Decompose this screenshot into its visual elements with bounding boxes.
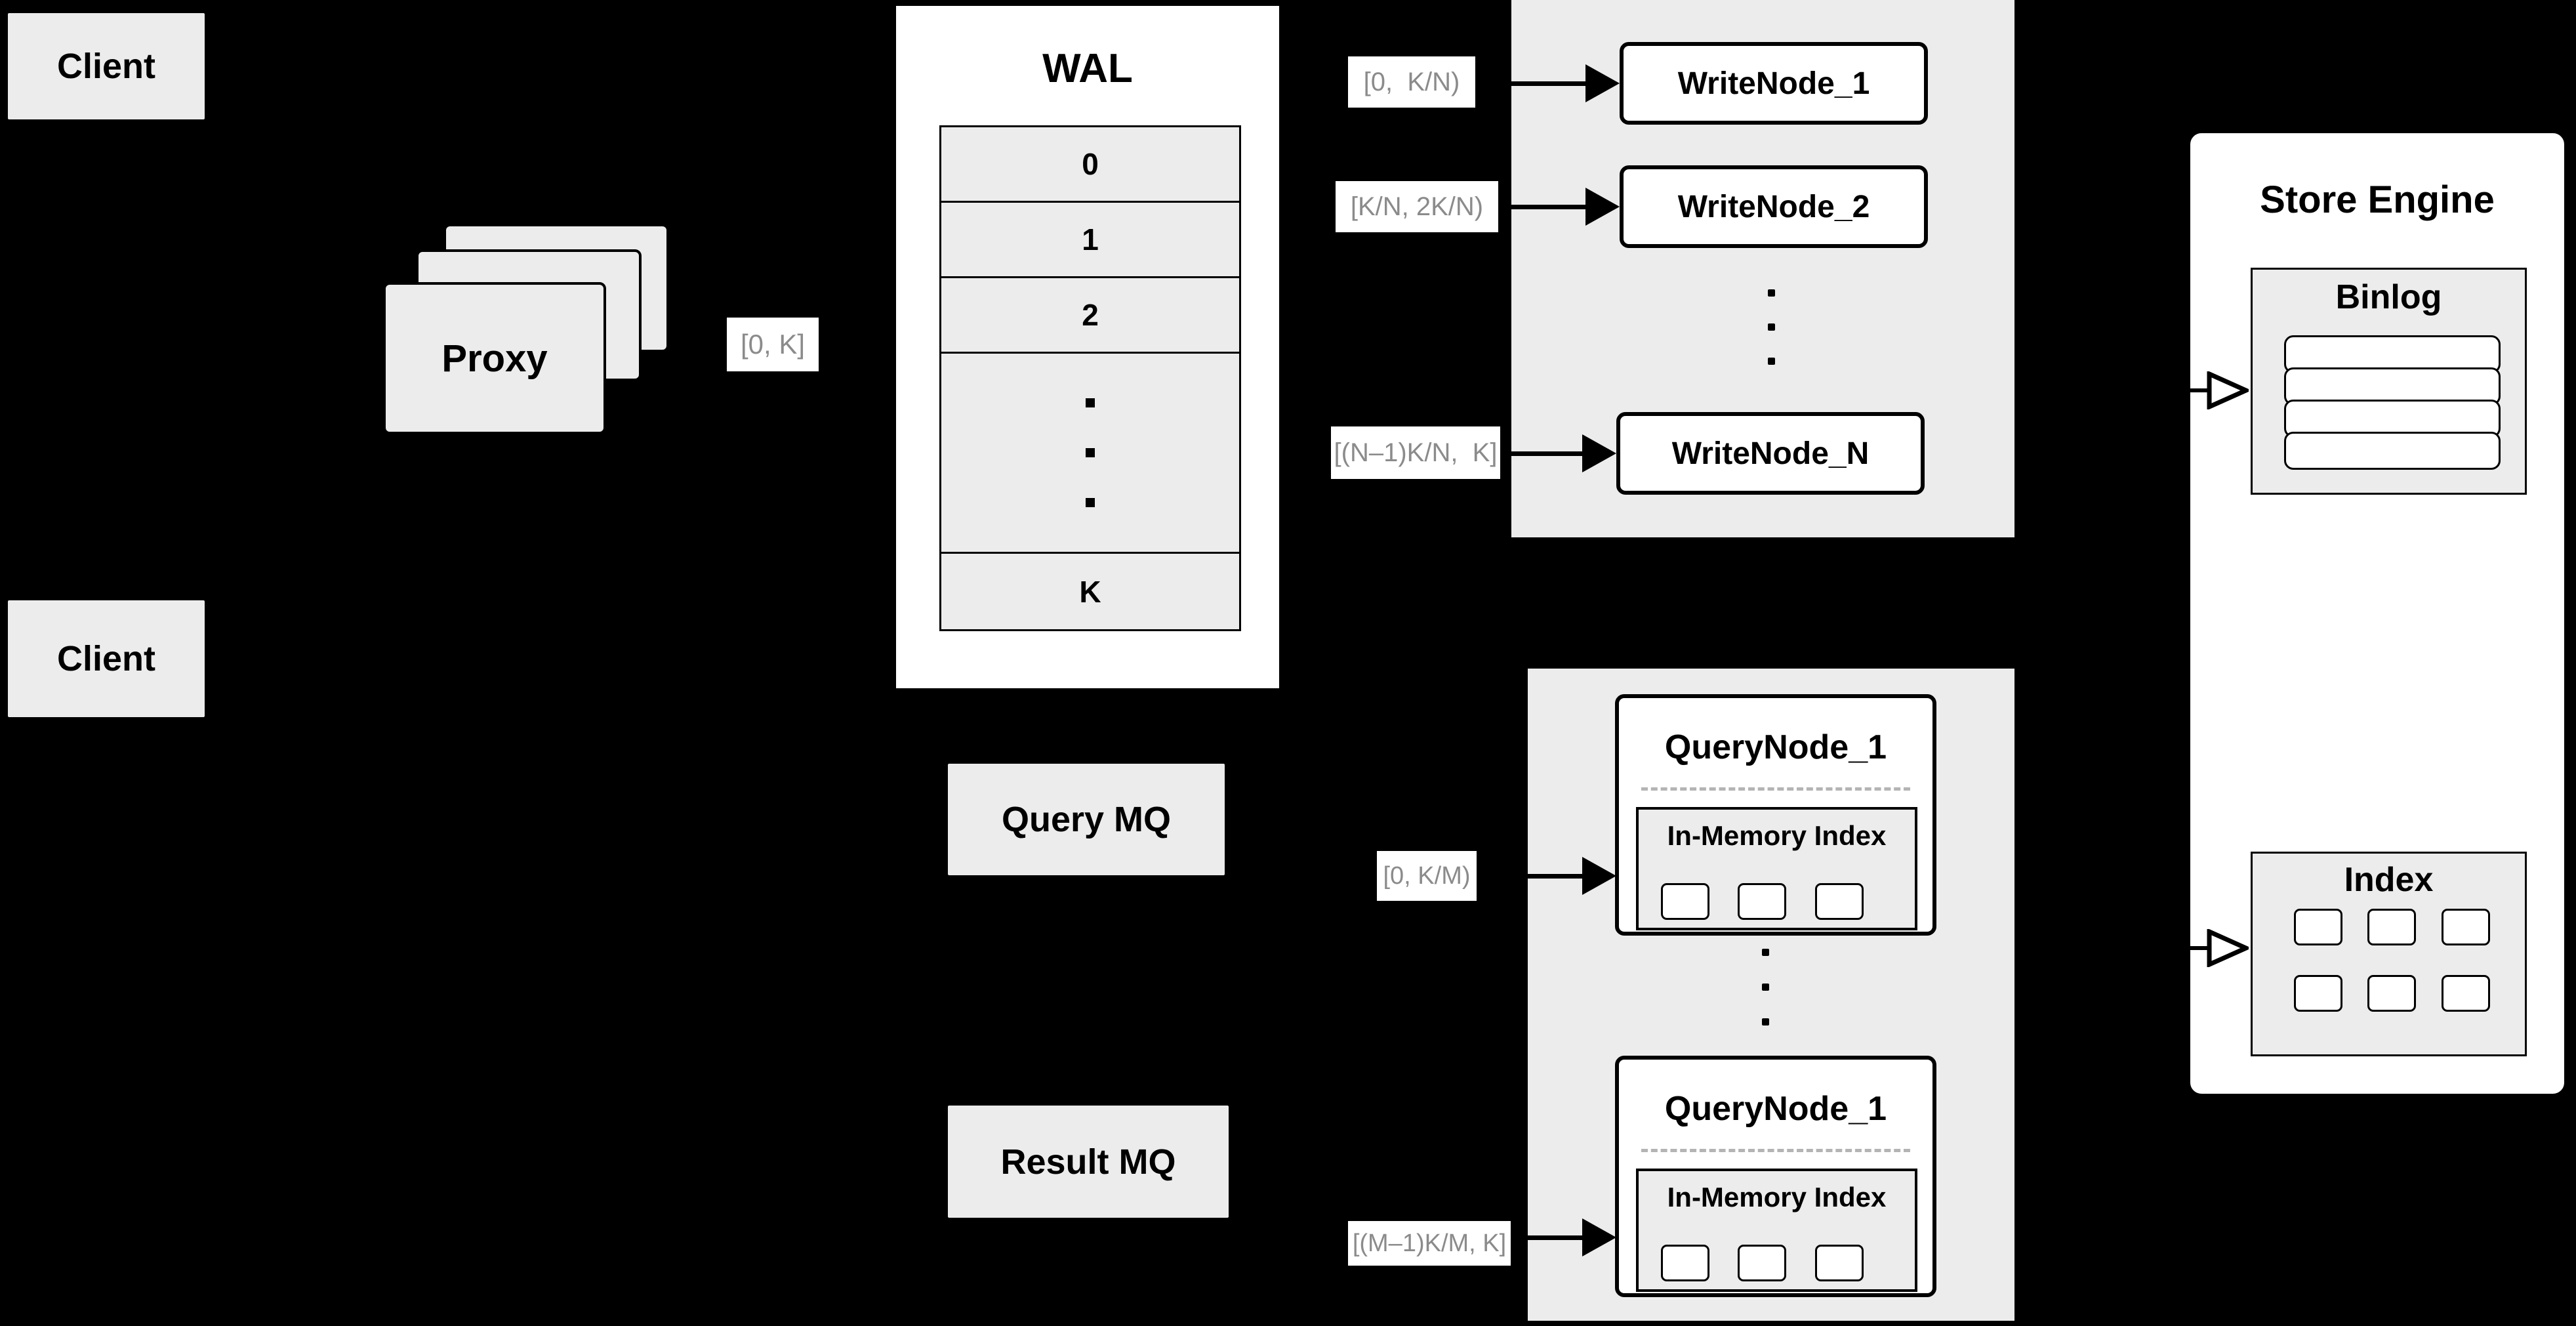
- query-node-bottom-title: QueryNode_1: [1664, 1090, 1887, 1128]
- arrow-query-m-shaft: [1512, 1235, 1587, 1240]
- arrow-index-open-head-icon: [2207, 929, 2249, 967]
- segment-cell: [1738, 1245, 1786, 1281]
- ellipsis-dot: [1762, 1018, 1769, 1026]
- query-node-top: QueryNode_1 In-Memory Index: [1615, 694, 1936, 936]
- write-node-2: WriteNode_2: [1620, 165, 1928, 248]
- wal-row-0: 0: [941, 125, 1239, 201]
- arrow-write-1-head-icon: [1585, 64, 1620, 102]
- arrow-write-n-head-icon: [1582, 434, 1616, 472]
- arrow-binlog-shaft: [2121, 388, 2211, 392]
- client-box-bottom: Client: [7, 599, 206, 718]
- range-chip-query-1: [0, K/M): [1377, 851, 1477, 901]
- dashed-divider: [1641, 1149, 1910, 1152]
- segment-cell: [1815, 883, 1864, 920]
- binlog-bar: [2284, 335, 2501, 373]
- segment-cell: [2442, 975, 2490, 1012]
- arrow-binlog-open-head-icon: [2207, 371, 2249, 409]
- dashed-divider: [1641, 787, 1910, 791]
- proxy-label: Proxy: [441, 337, 548, 380]
- query-node-bottom: QueryNode_1 In-Memory Index: [1615, 1056, 1936, 1297]
- query-node-top-title: QueryNode_1: [1664, 728, 1887, 766]
- client-bottom-label: Client: [56, 639, 155, 678]
- wal-panel: WAL 0 1 2 K: [894, 4, 1281, 690]
- segment-cell: [1738, 883, 1786, 920]
- segment-cell: [1661, 1245, 1709, 1281]
- result-mq-box: Result MQ: [947, 1104, 1230, 1219]
- binlog-bar: [2284, 400, 2501, 438]
- segment-cell: [2294, 909, 2342, 945]
- binlog-panel: Binlog: [2251, 268, 2527, 495]
- segment-cell: [1661, 883, 1709, 920]
- wal-row-ellipsis: [941, 352, 1239, 552]
- segment-cell: [2294, 975, 2342, 1012]
- segment-cell: [2367, 909, 2416, 945]
- write-node-n: WriteNode_N: [1616, 412, 1925, 495]
- client-top-label: Client: [56, 47, 155, 86]
- store-engine-panel: Store Engine Binlog Index: [2188, 131, 2566, 1096]
- in-memory-index-panel-bottom: In-Memory Index: [1636, 1169, 1917, 1292]
- binlog-bar: [2284, 432, 2501, 470]
- wal-row-2: 2: [941, 276, 1239, 352]
- in-memory-index-panel-top: In-Memory Index: [1636, 807, 1917, 930]
- ellipsis-dot: [1762, 984, 1769, 991]
- arrow-write-2-shaft: [1500, 205, 1591, 209]
- ellipsis-dot: [1768, 323, 1775, 331]
- binlog-title: Binlog: [2335, 278, 2442, 316]
- write-node-n-label: WriteNode_N: [1671, 436, 1870, 471]
- arrow-query-1-shaft: [1478, 874, 1587, 879]
- wal-row-1: 1: [941, 201, 1239, 276]
- segment-cell: [2367, 975, 2416, 1012]
- arrow-write-n-shaft: [1502, 451, 1587, 456]
- ellipsis-dot: [1762, 949, 1769, 956]
- write-node-1: WriteNode_1: [1620, 42, 1928, 125]
- client-box-top: Client: [7, 12, 206, 121]
- arrow-index-shaft: [2121, 946, 2211, 950]
- arrow-query-1-head-icon: [1582, 857, 1616, 895]
- store-engine-title: Store Engine: [2260, 178, 2495, 221]
- wal-row-k: K: [941, 552, 1239, 629]
- ellipsis-dot: [1768, 358, 1775, 365]
- arrow-write-1-shaft: [1477, 81, 1591, 86]
- range-chip-write-2: [K/N, 2K/N): [1336, 181, 1498, 232]
- index-title: Index: [2344, 861, 2434, 899]
- ellipsis-dot: [1086, 398, 1095, 407]
- ellipsis-dot: [1086, 448, 1095, 457]
- write-node-1-label: WriteNode_1: [1677, 66, 1870, 101]
- wal-table: 0 1 2 K: [939, 125, 1241, 631]
- in-memory-index-bottom-label: In-Memory Index: [1667, 1182, 1887, 1212]
- query-mq-box: Query MQ: [947, 762, 1226, 877]
- segment-cell: [1815, 1245, 1864, 1281]
- write-node-2-label: WriteNode_2: [1677, 189, 1870, 224]
- range-chip-query-m: [(M–1)K/M, K]: [1348, 1221, 1511, 1266]
- range-chip-write-n: [(N–1)K/N, K]: [1331, 426, 1500, 479]
- result-mq-label: Result MQ: [1000, 1142, 1176, 1182]
- in-memory-index-top-label: In-Memory Index: [1667, 820, 1887, 851]
- ellipsis-dot: [1086, 498, 1095, 507]
- wal-title: WAL: [1042, 45, 1133, 91]
- arrow-query-m-head-icon: [1582, 1218, 1616, 1256]
- range-chip-write-1: [0, K/N): [1348, 56, 1475, 108]
- ellipsis-dot: [1768, 289, 1775, 297]
- arrow-write-2-head-icon: [1585, 188, 1620, 226]
- segment-cell: [2442, 909, 2490, 945]
- range-chip-proxy: [0, K]: [727, 318, 819, 371]
- index-panel: Index: [2251, 852, 2527, 1056]
- proxy-card-front: Proxy: [383, 282, 606, 434]
- query-mq-label: Query MQ: [1001, 800, 1172, 839]
